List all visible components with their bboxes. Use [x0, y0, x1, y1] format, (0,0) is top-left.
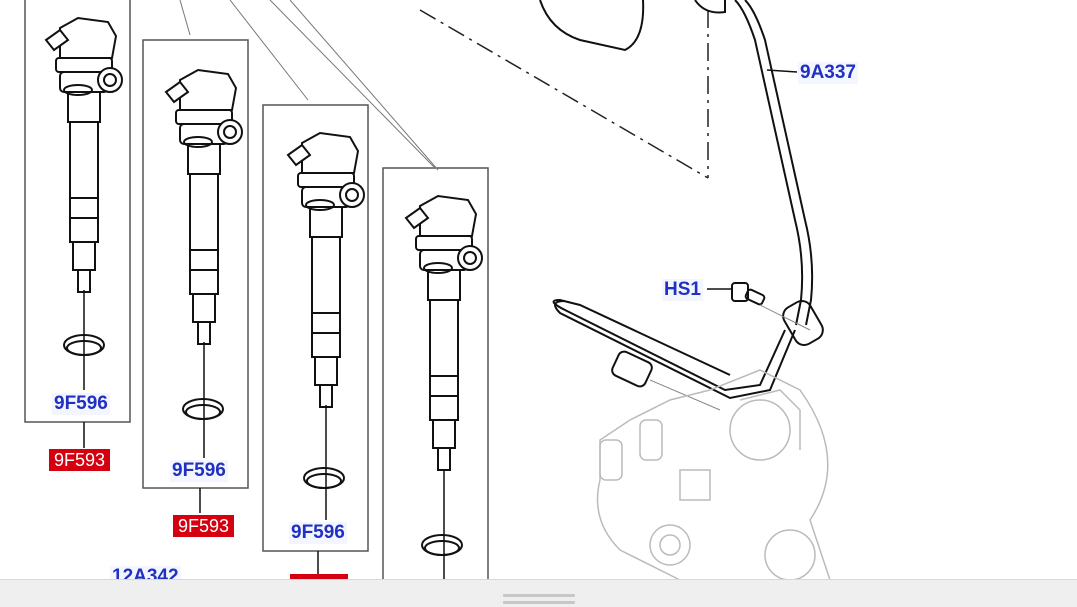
injector-1	[45, 17, 123, 293]
fuel-pump-faded	[596, 369, 832, 581]
callout-red-partial[interactable]	[290, 574, 348, 580]
callout-9f593-2[interactable]: 9F593	[173, 515, 235, 537]
callout-9a337[interactable]: 9A337	[798, 62, 858, 84]
injector-3	[287, 132, 365, 408]
callout-9f593-1[interactable]: 9F593	[49, 449, 111, 471]
callout-hs1[interactable]: HS1	[662, 279, 703, 301]
group-box-1	[24, 0, 131, 423]
group-box-3	[262, 104, 369, 552]
group-box-4	[382, 167, 489, 590]
group-box-2	[142, 39, 249, 489]
callout-9f596-2[interactable]: 9F596	[170, 460, 228, 482]
drag-handle-icon[interactable]	[503, 594, 575, 606]
callout-9f596-3[interactable]: 9F596	[289, 522, 347, 544]
injector-2	[165, 69, 243, 345]
injector-4	[405, 195, 483, 471]
callout-12a342[interactable]: 12A342	[110, 566, 181, 579]
callout-9f596-1[interactable]: 9F596	[52, 393, 110, 415]
